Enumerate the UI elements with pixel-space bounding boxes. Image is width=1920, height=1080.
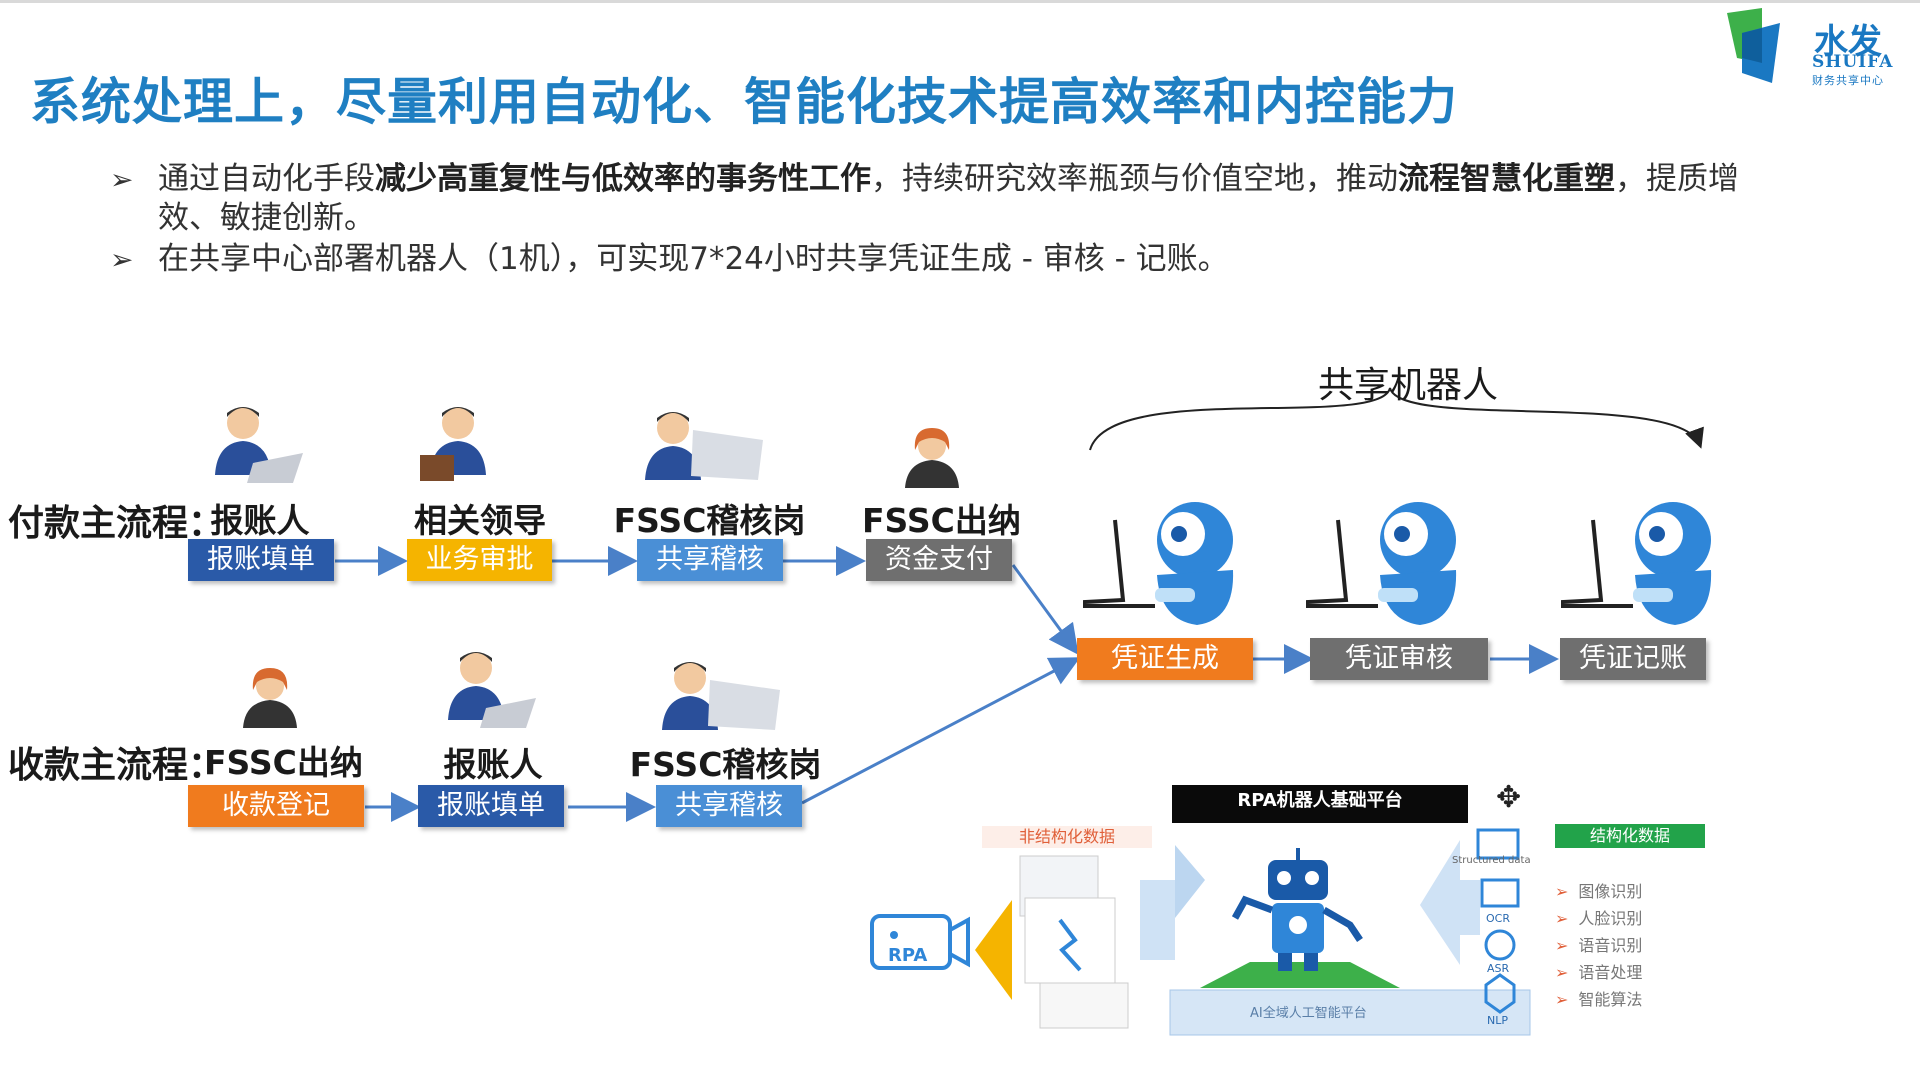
- structured-data-caption: Structured data: [1452, 855, 1531, 866]
- payment-step-fill-form[interactable]: 报账填单: [188, 539, 334, 581]
- rpa-camera-label: RPA: [888, 945, 928, 966]
- nlp-caption: NLP: [1487, 1014, 1508, 1027]
- flow-arrow-icon: [1058, 918, 1082, 972]
- payment-flow-label: 付款主流程：: [8, 503, 225, 544]
- asr-caption: ASR: [1487, 962, 1510, 975]
- robot-computer-icon: [1306, 502, 1457, 625]
- person-laptop-icon: [215, 407, 303, 483]
- input-arrow-icon: [1140, 845, 1205, 918]
- receipt-role-auditor: FSSC稽核岗: [629, 745, 822, 784]
- document-icon: [1039, 982, 1129, 1029]
- ocr-caption: OCR: [1486, 912, 1510, 925]
- person-documents-icon: [645, 412, 763, 480]
- payment-step-business-approval[interactable]: 业务审批: [407, 539, 552, 581]
- bullet-arrow-icon: ➢: [110, 243, 134, 276]
- rpa-platform-banner: RPA机器人基础平台: [1172, 785, 1468, 823]
- payment-step-fund-payment[interactable]: 资金支付: [866, 539, 1012, 581]
- list-arrow-icon: ➢: [1555, 882, 1569, 901]
- ai-item-label: 语音识别: [1578, 936, 1643, 955]
- bullet-item-1: ➢ 通过自动化手段减少高重复性与低效率的事务性工作，持续研究效率瓶颈与价值空地，…: [110, 160, 1800, 238]
- receipt-flow-label: 收款主流程：: [8, 745, 225, 786]
- person-female-icon: [905, 428, 959, 488]
- list-arrow-icon: ➢: [1555, 909, 1569, 928]
- page-title: 系统处理上，尽量利用自动化、智能化技术提高效率和内控能力: [30, 73, 1458, 131]
- payment-role-claimant: 报账人: [210, 501, 310, 540]
- ai-item: ➢ 语音处理: [1555, 959, 1642, 986]
- ai-item-label: 人脸识别: [1578, 909, 1643, 928]
- robot-step-voucher-generate[interactable]: 凭证生成: [1077, 638, 1253, 680]
- receipt-role-cashier: FSSC出纳: [204, 743, 363, 782]
- list-arrow-icon: ➢: [1555, 963, 1569, 982]
- structured-data-label: 结构化数据: [1555, 824, 1705, 848]
- receipt-step-shared-audit[interactable]: 共享稽核: [656, 785, 802, 827]
- nlp-icon: [1484, 973, 1516, 1014]
- list-arrow-icon: ➢: [1555, 936, 1569, 955]
- platform-green-base: [1200, 962, 1400, 988]
- unstructured-data-label: 非结构化数据: [982, 826, 1152, 848]
- ai-item-label: 智能算法: [1578, 990, 1643, 1009]
- logo-subtitle: 财务共享中心: [1812, 74, 1884, 87]
- bullet-1-bold-a: 减少高重复性与低效率的事务性工作: [375, 161, 871, 197]
- ai-item: ➢ 图像识别: [1555, 878, 1642, 905]
- bullet-list: ➢ 通过自动化手段减少高重复性与低效率的事务性工作，持续研究效率瓶颈与价值空地，…: [110, 160, 1800, 281]
- receipt-step-fill-form[interactable]: 报账填单: [418, 785, 564, 827]
- robot-step-voucher-review[interactable]: 凭证审核: [1310, 638, 1488, 680]
- payment-role-cashier: FSSC出纳: [862, 501, 1021, 540]
- ai-item: ➢ 智能算法: [1555, 986, 1642, 1013]
- ai-platform-label: AI全域人工智能平台: [1250, 1006, 1367, 1021]
- platform-block: [1140, 880, 1175, 960]
- bullet-2-text: 在共享中心部署机器人（1机），可实现7*24小时共享凭证生成 - 审核 - 记账…: [158, 241, 1229, 277]
- rpa-camera-icon: [870, 914, 970, 970]
- structured-data-icon: [1476, 828, 1520, 860]
- list-arrow-icon: ➢: [1555, 990, 1569, 1009]
- shuifa-logo: 水发 SHUIFA 财务共享中心: [1722, 8, 1912, 88]
- ai-platform-base: [1169, 989, 1531, 1036]
- bullet-1-bold-b: 流程智慧化重塑: [1398, 161, 1615, 197]
- bullet-1-text-a: 通过自动化手段: [158, 161, 375, 197]
- person-laptop-icon: [448, 652, 536, 728]
- robot-computer-icon: [1083, 502, 1234, 625]
- logo-mark-icon: [1727, 8, 1780, 83]
- top-divider: [0, 0, 1920, 3]
- funnel-shape: [975, 900, 1012, 1000]
- person-documents-icon: [662, 662, 780, 730]
- logo-english: SHUIFA: [1812, 52, 1894, 72]
- robot-section-title: 共享机器人: [1318, 365, 1499, 406]
- bullet-item-2: ➢ 在共享中心部署机器人（1机），可实现7*24小时共享凭证生成 - 审核 - …: [110, 240, 1800, 279]
- input-arrow-icon: [1420, 840, 1480, 965]
- payment-role-auditor: FSSC稽核岗: [613, 501, 806, 540]
- mouse-cursor-icon: ✥: [1496, 780, 1522, 815]
- receipt-role-claimant: 报账人: [443, 745, 543, 784]
- bullet-arrow-icon: ➢: [110, 163, 134, 196]
- ocr-icon: [1480, 878, 1520, 908]
- asr-icon: [1484, 929, 1516, 961]
- ai-capability-list: ➢ 图像识别 ➢ 人脸识别 ➢ 语音识别 ➢ 语音处理 ➢ 智能算法: [1555, 878, 1642, 1013]
- ai-item-label: 图像识别: [1578, 882, 1643, 901]
- ai-item: ➢ 人脸识别: [1555, 905, 1642, 932]
- ai-item: ➢ 语音识别: [1555, 932, 1642, 959]
- payment-role-leader: 相关领导: [414, 501, 546, 540]
- bullet-1-text-b: ，持续研究效率瓶颈与价值空地，推动: [871, 161, 1398, 197]
- logo-chinese: 水发: [1814, 22, 1882, 62]
- robot-computer-icon: [1561, 502, 1712, 625]
- rpa-robot-icon: [1231, 848, 1363, 971]
- person-briefcase-icon: [420, 407, 486, 481]
- document-icon: [1024, 897, 1116, 984]
- receipt-step-register[interactable]: 收款登记: [188, 785, 364, 827]
- payment-step-shared-audit[interactable]: 共享稽核: [637, 539, 783, 581]
- ai-item-label: 语音处理: [1578, 963, 1643, 982]
- robot-step-voucher-posting[interactable]: 凭证记账: [1560, 638, 1706, 680]
- bullet-1-text-c: ，提质增效、敏捷创新。: [158, 161, 1739, 236]
- person-female-icon: [243, 668, 297, 728]
